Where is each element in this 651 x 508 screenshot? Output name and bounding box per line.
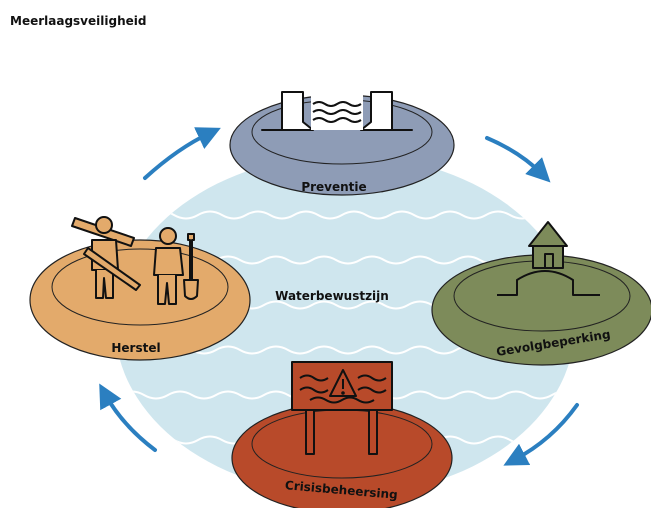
arrow-gevolgbeperking-to-crisisbeheersing [503, 403, 579, 466]
arrow-preventie-to-gevolgbeperking [485, 136, 551, 183]
island-preventie: Preventie [229, 91, 455, 196]
island-crisisbeheersing: Crisisbeheersing [231, 361, 453, 508]
island-label-herstel: Herstel [111, 341, 160, 355]
water-area [115, 155, 575, 495]
island-gevolgbeperking: Gevolgbeperking [431, 221, 651, 366]
center-label: Waterbewustzijn [275, 289, 389, 303]
dam-icon [261, 91, 413, 131]
workers-icon [71, 216, 199, 305]
island-label-preventie: Preventie [301, 180, 366, 194]
arrow-herstel-to-preventie [143, 127, 221, 180]
arrow-crisisbeheersing-to-herstel [99, 383, 157, 452]
island-herstel: Herstel [29, 216, 251, 361]
cycle-arrows [99, 127, 579, 466]
page-title: Meerlaagsveiligheid [10, 14, 147, 28]
warning-sign-icon [291, 361, 393, 455]
house-on-mound-icon [497, 221, 600, 296]
